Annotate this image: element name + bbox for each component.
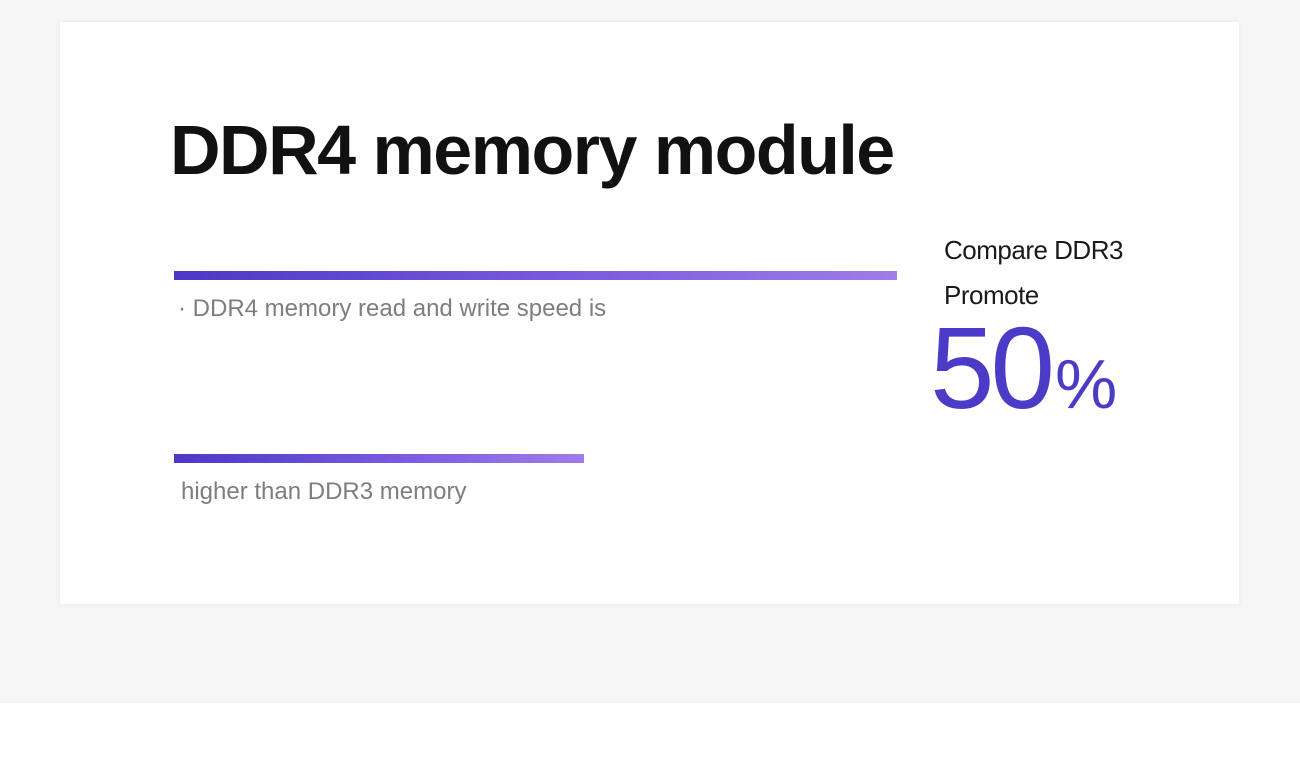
stat-number: 50 [930, 303, 1055, 433]
description-line-1: · DDR4 memory read and write speed is [178, 295, 607, 322]
feature-card: DDR4 memory module · DDR4 memory read an… [60, 22, 1239, 604]
description-line-2: higher than DDR3 memory [181, 478, 467, 505]
accent-bar-long [174, 271, 897, 280]
stat-unit: % [1055, 345, 1118, 423]
stat-label-promote: Promote [944, 280, 1039, 310]
accent-bar-short [174, 454, 584, 463]
page-title: DDR4 memory module [170, 111, 895, 189]
stat-value: 50% [930, 310, 1117, 426]
stat-label-compare: Compare DDR3 [944, 235, 1123, 265]
